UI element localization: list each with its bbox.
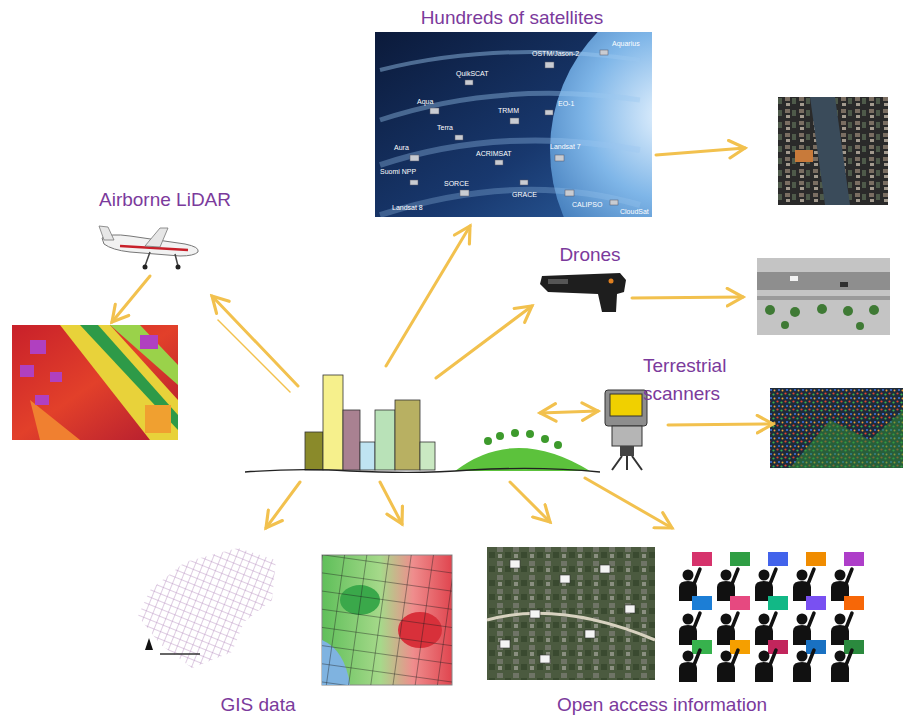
source-label: Open access information [557, 693, 767, 717]
source-name: Drones [559, 243, 620, 267]
source-name: GIS data [221, 693, 296, 717]
crowd-illustration [679, 552, 864, 682]
point-cloud-image [770, 388, 903, 468]
satellite-name: TRMM [498, 107, 519, 115]
drone-photo [757, 258, 890, 335]
city-illustration [245, 375, 600, 472]
satellite-name: CloudSat [620, 208, 649, 216]
source-label: Airborne LiDAR [99, 188, 231, 212]
satellite-name: EO-1 [558, 100, 574, 108]
heat-map [322, 555, 452, 685]
source-name: Hundreds of satellites [421, 6, 604, 30]
satellite-name: Terra [437, 124, 453, 132]
source-label: Hundreds of satellites [421, 6, 604, 30]
satellite-image [375, 0, 890, 320]
satellite-name: Landsat 7 [550, 143, 581, 151]
satellite-name: SORCE [444, 180, 469, 188]
road-network-map [135, 545, 280, 670]
airplane-icon [99, 226, 198, 270]
source-label: Terrestrial scanners [643, 352, 755, 408]
satellite-name: Landsat 8 [392, 204, 423, 212]
satellite-name: OSTM/Jason-2 [532, 50, 579, 58]
photo-map [487, 547, 655, 680]
satellite-name: CALIPSO [572, 201, 602, 209]
satellite-name: Aura [394, 144, 409, 152]
satellite-name: Aquarius [612, 40, 640, 48]
drone-icon [540, 273, 626, 312]
source-label: Drones [559, 243, 620, 267]
satellite-name: ACRIMSAT [476, 150, 512, 158]
satellite-name: QuikSCAT [456, 70, 489, 78]
satellite-name: GRACE [512, 191, 537, 199]
lidar-image [12, 325, 178, 440]
aerial-photo [778, 97, 888, 205]
source-name: Open access information [557, 693, 767, 717]
satellite-name: Aqua [417, 98, 433, 106]
source-name: Airborne LiDAR [99, 188, 231, 212]
source-label: GIS data [221, 693, 296, 717]
scanner-icon [605, 390, 647, 470]
source-name: Terrestrial scanners [643, 352, 755, 408]
satellite-name: Suomi NPP [380, 168, 416, 176]
